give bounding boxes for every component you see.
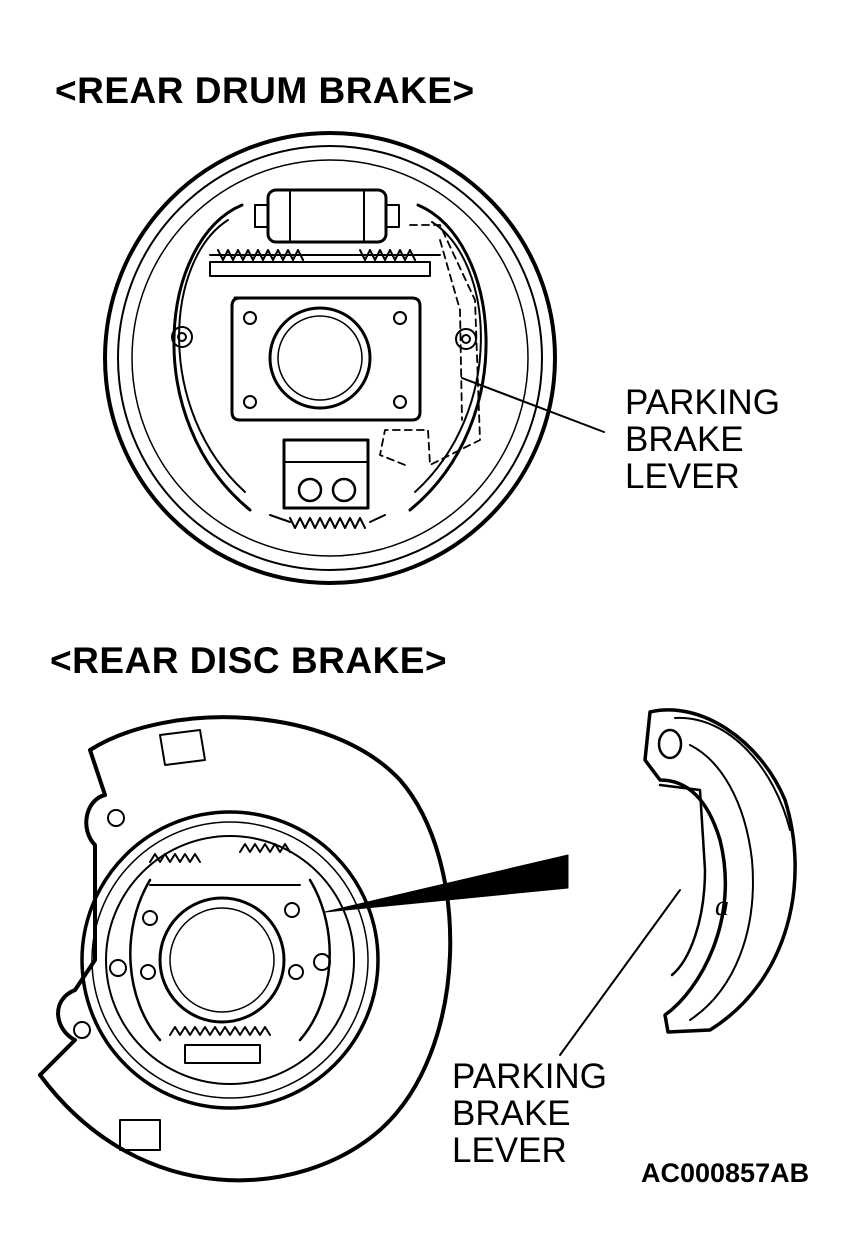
drum-brake-heading: <REAR DRUM BRAKE>	[55, 70, 475, 111]
svg-text:ɑ: ɑ	[715, 891, 729, 922]
disc-brake-assembly: ɑ	[38, 708, 797, 1183]
disc-parking-brake-lever-label: PARKING BRAKE LEVER	[452, 1057, 607, 1170]
disc-brake-heading: <REAR DISC BRAKE>	[50, 640, 448, 681]
figure-code: AC000857AB	[641, 1158, 810, 1188]
drum-parking-brake-lever-label: PARKING BRAKE LEVER	[625, 383, 780, 496]
drum-brake-assembly	[103, 131, 605, 585]
